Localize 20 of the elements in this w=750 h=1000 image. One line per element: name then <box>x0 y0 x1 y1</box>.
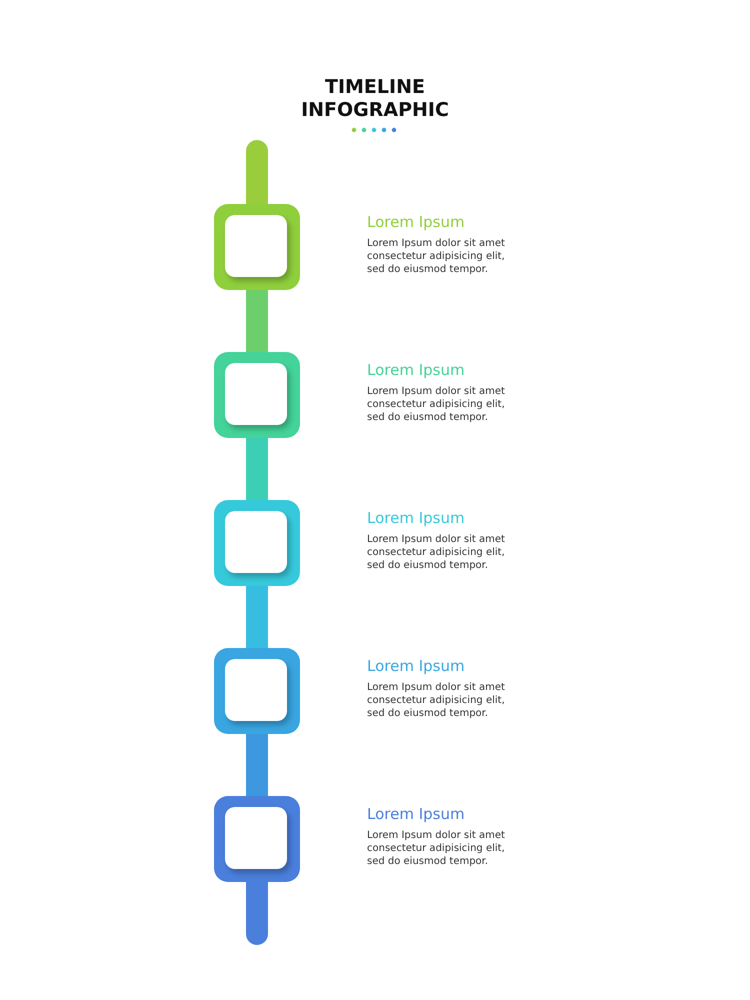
step-description: Lorem Ipsum dolor sit amet consectetur adipisicing elit, sed do eiusmod tempor. <box>367 533 506 572</box>
step-description: Lorem Ipsum dolor sit amet consectetur adipisicing elit, sed do eiusmod tempor. <box>367 237 506 276</box>
title: TIMELINE INFOGRAPHIC <box>300 76 450 122</box>
square-frame <box>214 204 300 290</box>
step-heading: Lorem Ipsum <box>367 361 466 379</box>
step-heading: Lorem Ipsum <box>367 213 466 231</box>
timeline-bar-segment <box>246 586 268 648</box>
step-heading: Lorem Ipsum <box>367 805 466 823</box>
square-frame <box>214 648 300 734</box>
step-description: Lorem Ipsum dolor sit amet consectetur adipisicing elit, sed do eiusmod tempor. <box>367 385 506 424</box>
square-frame <box>214 352 300 438</box>
timeline-bar-segment <box>246 734 268 796</box>
step-description: Lorem Ipsum dolor sit amet consectetur adipisicing elit, sed do eiusmod tempor. <box>367 681 506 720</box>
step-heading: Lorem Ipsum <box>367 509 466 527</box>
step-heading: Lorem Ipsum <box>367 657 466 675</box>
square-frame <box>214 500 300 586</box>
square-frame <box>214 796 300 882</box>
timeline-bar-segment <box>246 290 268 352</box>
timeline-bar-segment <box>246 438 268 500</box>
step-description: Lorem Ipsum dolor sit amet consectetur adipisicing elit, sed do eiusmod tempor. <box>367 829 506 868</box>
